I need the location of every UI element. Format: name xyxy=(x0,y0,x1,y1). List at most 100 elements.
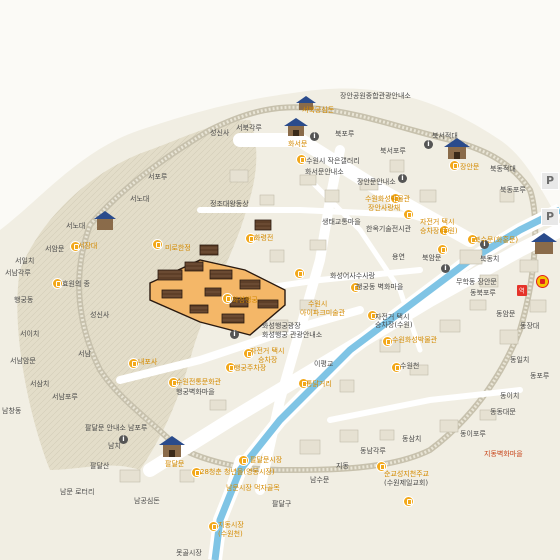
label: 남공심돈 xyxy=(134,497,160,505)
label: 화성어사수사랑 xyxy=(330,272,376,280)
label: 팔달문 xyxy=(165,460,185,468)
label: 효원의 종 xyxy=(62,280,90,288)
label: 장안공원종합관광안내소 xyxy=(340,92,411,100)
label: 팔달문 안내소 xyxy=(85,424,126,432)
map-pin-icon[interactable] xyxy=(376,461,387,472)
label: 서포루 xyxy=(148,173,168,181)
label: 행궁동 xyxy=(14,296,34,304)
map-pin-icon[interactable] xyxy=(225,362,236,373)
map-pin-icon[interactable] xyxy=(52,278,63,289)
info-icon[interactable]: i xyxy=(398,174,407,183)
label: 서암문 xyxy=(45,245,65,253)
map-pin-icon[interactable] xyxy=(298,378,309,389)
map-pin-icon[interactable] xyxy=(467,234,478,245)
map-pin-icon[interactable] xyxy=(367,310,378,321)
label: 성신사 xyxy=(90,311,110,319)
map-pin-icon[interactable] xyxy=(222,293,233,304)
label: 동일치 xyxy=(510,356,530,364)
info-icon[interactable]: i xyxy=(310,132,319,141)
label: 동이포루 xyxy=(460,430,486,438)
label: 수원시 작은갤러리 xyxy=(306,157,360,165)
map-pin-icon[interactable] xyxy=(350,282,361,293)
label: 북동치 xyxy=(480,255,500,263)
label: 남치 xyxy=(108,442,121,450)
map-pin-icon[interactable] xyxy=(449,160,460,171)
label: 수원화성박물관 xyxy=(365,195,411,203)
label: 지동 xyxy=(336,462,349,470)
label: 내포사 xyxy=(138,358,158,366)
label: 서남 xyxy=(78,350,91,358)
label: 동장대 xyxy=(520,322,540,330)
seobukgongsimdon-icon[interactable] xyxy=(295,95,317,111)
label: 동삼치 xyxy=(402,435,422,443)
label: 북서포루 xyxy=(380,147,406,155)
map-pin-icon[interactable] xyxy=(296,154,307,165)
map-pin-icon[interactable] xyxy=(403,209,414,220)
map-pin-icon[interactable] xyxy=(382,336,393,347)
paldalmun-gate-icon[interactable] xyxy=(158,435,186,459)
label: 성신사 xyxy=(210,129,230,137)
map-pin-icon[interactable] xyxy=(238,455,249,466)
subway-station-icon[interactable] xyxy=(536,275,549,288)
label: 자전거 택시 xyxy=(250,347,285,355)
label: 화서문안내소 xyxy=(305,168,344,176)
map-pin-icon[interactable] xyxy=(391,362,402,373)
parking-icon[interactable]: P xyxy=(541,208,559,226)
label: 남창동 xyxy=(2,407,22,415)
info-icon[interactable]: i xyxy=(230,330,239,339)
hwahongmun-gate-icon[interactable] xyxy=(530,232,558,256)
map-pin-icon[interactable] xyxy=(191,467,202,478)
info-icon[interactable]: i xyxy=(441,264,450,273)
label: 북동적대 xyxy=(490,165,516,173)
label: 서이치 xyxy=(20,330,40,338)
label: 수원화성박물관 xyxy=(392,336,438,344)
label: 북암문 xyxy=(422,254,442,262)
label: 한옥기술전시관 xyxy=(366,225,412,233)
label: 동동대문 xyxy=(490,408,516,416)
label: 서북각루 xyxy=(236,124,262,132)
label: 승차장(수원) xyxy=(375,321,413,329)
map-pin-icon[interactable] xyxy=(243,348,254,359)
label: 동북포루 xyxy=(470,289,496,297)
info-icon[interactable]: i xyxy=(480,240,489,249)
map-pin-icon[interactable] xyxy=(437,244,448,255)
map-pin-icon[interactable] xyxy=(294,268,305,279)
label: 순교성지천주교 xyxy=(384,470,430,478)
label: 자전거 택시 xyxy=(420,218,455,226)
label: 동암문 xyxy=(496,310,516,318)
janganmun-gate-icon[interactable] xyxy=(443,137,471,161)
label: 북서적대 xyxy=(432,132,458,140)
label: 행궁주차장 xyxy=(234,364,267,372)
label: 생태교통마을 xyxy=(322,218,361,226)
label: 화령전 xyxy=(254,234,274,242)
map-pin-icon[interactable] xyxy=(403,496,414,507)
label: 용연 xyxy=(392,253,405,261)
label: (수원천) xyxy=(218,530,243,538)
label: 지동벽화마을 xyxy=(484,450,523,458)
map-pin-icon[interactable] xyxy=(128,358,139,369)
map-pin-icon[interactable] xyxy=(245,233,256,244)
label: 서삼치 xyxy=(30,380,50,388)
label: 미로한정 xyxy=(165,244,191,252)
label: 승차장 xyxy=(258,356,278,364)
label: 팔달산 xyxy=(90,462,110,470)
label: 행궁벽화마을 xyxy=(176,388,215,396)
map-pin-icon[interactable] xyxy=(439,225,450,236)
map-pin-icon[interactable] xyxy=(168,377,179,388)
label: 정조대왕동상 xyxy=(210,200,249,208)
map-pin-icon[interactable] xyxy=(390,193,401,204)
seojangdae-icon[interactable] xyxy=(93,210,117,232)
map-pin-icon[interactable] xyxy=(152,239,163,250)
info-icon[interactable]: i xyxy=(424,140,433,149)
station-tag: 역 xyxy=(517,285,527,296)
hwaseomun-gate-icon[interactable] xyxy=(283,116,309,138)
parking-icon[interactable]: P xyxy=(541,172,559,190)
label: 동이치 xyxy=(500,392,520,400)
map-pin-icon[interactable] xyxy=(208,521,219,532)
label: 팔달구 xyxy=(272,500,292,508)
label: 화서문 xyxy=(288,140,308,148)
info-icon[interactable]: i xyxy=(119,435,128,444)
map-pin-icon[interactable] xyxy=(70,241,81,252)
label: 서노대 xyxy=(66,222,86,230)
